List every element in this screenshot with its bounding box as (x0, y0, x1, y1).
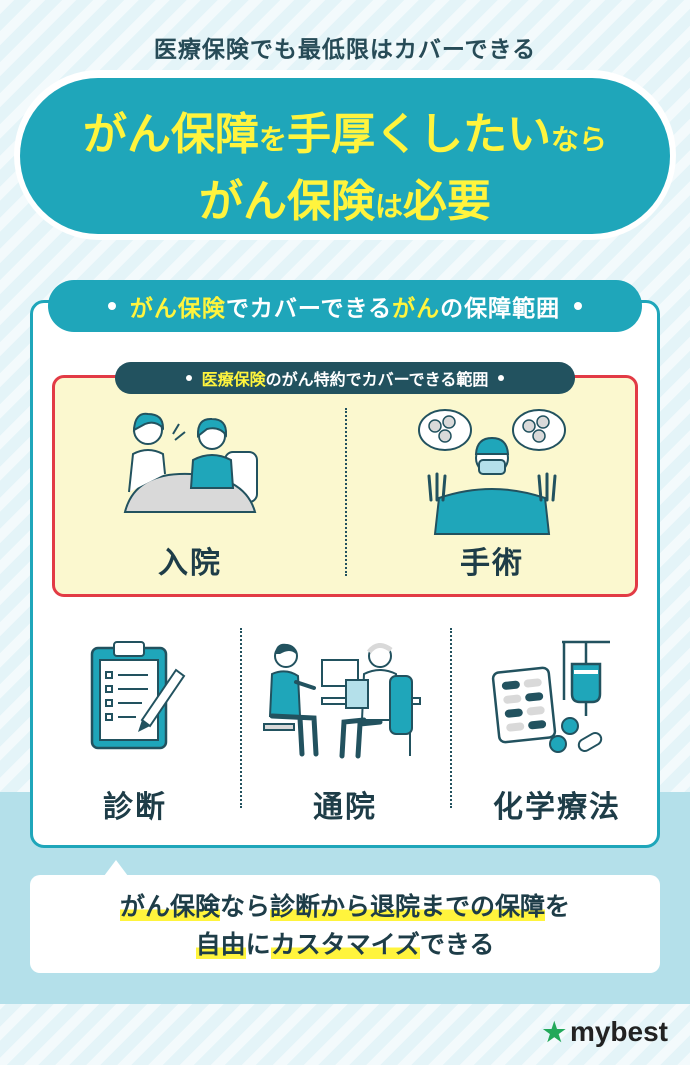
dot-icon (574, 302, 583, 310)
rider-box-title: 医療保険のがん特約でカバーできる範囲 (115, 362, 575, 394)
outpatient-label: 通院 (313, 790, 377, 825)
dot-icon (185, 375, 192, 381)
summary-line1-d: を (545, 892, 571, 921)
hospitalization-label: 入院 (158, 546, 222, 581)
hero-title: がん保障を手厚くしたいなら がん保険は必要 (20, 106, 670, 240)
hero-line1-b: を (258, 123, 287, 156)
hero-banner (20, 78, 670, 234)
top-caption: 医療保険でも最低限はカバーできる (153, 37, 537, 63)
hospitalization-illustration-icon (123, 412, 258, 513)
rider-title-part2: のがん特約でカバーできる範囲 (265, 370, 489, 389)
mybest-logo: ★ mybest (543, 1016, 668, 1048)
speech-pointer (104, 860, 128, 876)
hero-line2-c: 必要 (403, 176, 491, 227)
surgery-illustration-icon (418, 409, 566, 535)
divider (240, 628, 242, 808)
divider (450, 628, 452, 808)
summary-line2-b: に (245, 930, 271, 959)
hero-line2-a: がん保険 (198, 176, 375, 227)
chemotherapy-label: 化学療法 (493, 790, 621, 825)
panel-title-part3: がん (392, 296, 441, 322)
dot-icon (107, 302, 116, 310)
summary-line1-c: 診断から退院までの保障 (270, 892, 546, 921)
surgery-label: 手術 (460, 546, 524, 581)
outpatient-illustration-icon (263, 643, 421, 759)
summary-line2-d: できる (419, 930, 495, 959)
hero-line2-b: は (374, 190, 403, 223)
summary-line2-c: カスタマイズ (270, 930, 420, 959)
summary-line2-a: 自由 (195, 930, 246, 959)
hero-line1-a: がん保障 (82, 109, 259, 160)
rider-title-part1: 医療保険 (201, 370, 266, 389)
logo-text: mybest (569, 1016, 668, 1047)
clipboard-icon (90, 641, 186, 750)
divider (345, 408, 347, 576)
coverage-panel-title: がん保険でカバーできるがんの保障範囲 (48, 280, 642, 332)
summary-line1-b: なら (219, 892, 270, 921)
hero-line1-d: なら (551, 123, 608, 156)
panel-title-part2: でカバーできる (225, 296, 393, 322)
hero-line1-c: 手厚くしたい (287, 109, 551, 160)
diagnosis-label: 診断 (103, 790, 167, 825)
panel-title-part1: がん保険 (129, 296, 226, 322)
summary-line1-a: がん保険 (119, 892, 220, 921)
panel-title-part4: の保障範囲 (440, 296, 561, 322)
summary-text: がん保険なら診断から退院までの保障を 自由にカスタマイズできる (30, 888, 660, 964)
chemotherapy-illustration-icon (491, 640, 610, 753)
dot-icon (498, 375, 505, 381)
star-icon: ★ (542, 1016, 566, 1047)
